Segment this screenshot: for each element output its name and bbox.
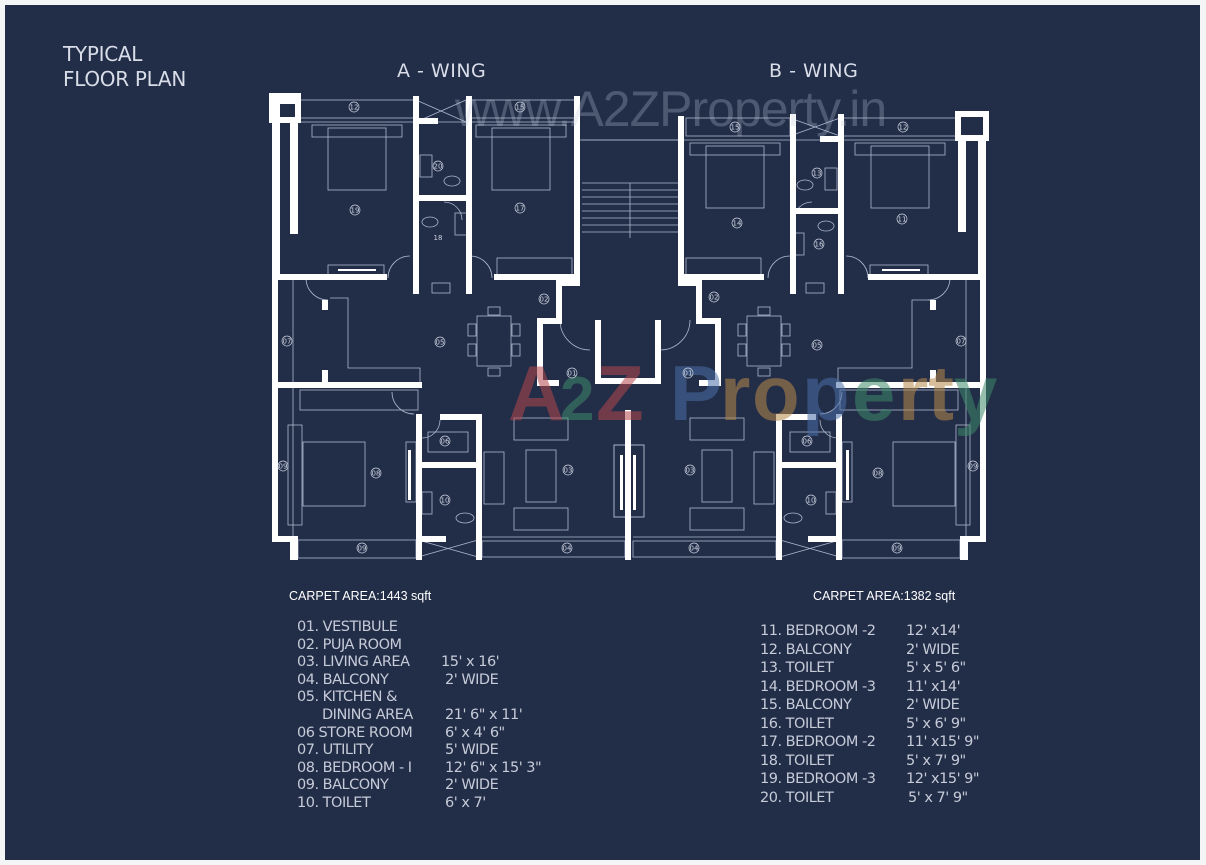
legend-row: 02. PUJA ROOM bbox=[297, 636, 402, 653]
a-wing-carpet-area: CARPET AREA:1443 sqft bbox=[289, 589, 432, 603]
walls bbox=[269, 93, 989, 560]
a-wing-label: A - WING bbox=[397, 60, 487, 82]
b-wing-label: B - WING bbox=[769, 60, 859, 82]
svg-text:05: 05 bbox=[436, 339, 445, 347]
svg-text:02: 02 bbox=[710, 294, 719, 302]
svg-text:09: 09 bbox=[893, 545, 902, 553]
svg-text:Z: Z bbox=[596, 349, 644, 437]
svg-text:20: 20 bbox=[434, 163, 443, 171]
title-line-2: FLOOR PLAN bbox=[63, 67, 186, 91]
svg-text:11: 11 bbox=[898, 216, 907, 224]
svg-text:12: 12 bbox=[350, 104, 359, 112]
svg-text:17: 17 bbox=[516, 205, 525, 213]
svg-text:15: 15 bbox=[731, 124, 740, 132]
svg-text:e: e bbox=[852, 349, 895, 437]
svg-text:03: 03 bbox=[564, 467, 573, 475]
svg-text:06: 06 bbox=[803, 438, 812, 446]
room-tags bbox=[277, 101, 979, 554]
svg-text:02: 02 bbox=[540, 296, 549, 304]
svg-text:04: 04 bbox=[690, 545, 699, 553]
svg-text:t: t bbox=[928, 349, 954, 437]
svg-text:10: 10 bbox=[807, 497, 816, 505]
svg-text:19: 19 bbox=[351, 207, 360, 215]
svg-text:16: 16 bbox=[815, 241, 824, 249]
svg-text:05: 05 bbox=[813, 342, 822, 350]
svg-text:15: 15 bbox=[516, 104, 525, 112]
svg-text:2: 2 bbox=[560, 365, 594, 434]
svg-text:07: 07 bbox=[283, 338, 292, 346]
svg-text:13: 13 bbox=[813, 170, 822, 178]
a2z-logo-watermark: A 2 Z P r o p e r t y bbox=[508, 349, 997, 437]
svg-text:08: 08 bbox=[372, 470, 381, 478]
svg-text:A: A bbox=[508, 349, 564, 437]
svg-text:r: r bbox=[898, 349, 928, 437]
b-wing-carpet-area: CARPET AREA:1382 sqft bbox=[813, 589, 956, 603]
svg-text:01: 01 bbox=[684, 370, 693, 378]
floor-plan-panel bbox=[5, 5, 1200, 860]
svg-text:o: o bbox=[752, 349, 800, 437]
a-wing-legend: 01. VESTIBULE 02. PUJA ROOM 03. LIVING A… bbox=[297, 619, 557, 813]
svg-text:08: 08 bbox=[874, 470, 883, 478]
svg-text:p: p bbox=[802, 349, 850, 437]
svg-text:09: 09 bbox=[279, 463, 288, 471]
svg-text:06: 06 bbox=[441, 438, 450, 446]
svg-text:09: 09 bbox=[358, 545, 367, 553]
title-line-1: TYPICAL bbox=[63, 42, 143, 66]
svg-text:18: 18 bbox=[434, 234, 443, 242]
svg-text:12: 12 bbox=[899, 124, 908, 132]
svg-text:01: 01 bbox=[568, 370, 577, 378]
page-title: TYPICAL FLOOR PLAN bbox=[63, 42, 186, 92]
url-watermark: www.A2ZProperty.in bbox=[455, 81, 887, 137]
svg-text:P: P bbox=[670, 349, 722, 437]
svg-text:10: 10 bbox=[441, 497, 450, 505]
svg-text:04: 04 bbox=[563, 545, 572, 553]
svg-text:07: 07 bbox=[957, 338, 966, 346]
svg-text:09: 09 bbox=[969, 463, 978, 471]
svg-text:r: r bbox=[720, 349, 750, 437]
svg-text:14: 14 bbox=[733, 220, 742, 228]
legend-row: 01. VESTIBULE bbox=[297, 619, 398, 635]
svg-text:03: 03 bbox=[686, 467, 695, 475]
svg-text:y: y bbox=[954, 349, 997, 437]
legend-row: 05. KITCHEN & bbox=[297, 689, 397, 706]
